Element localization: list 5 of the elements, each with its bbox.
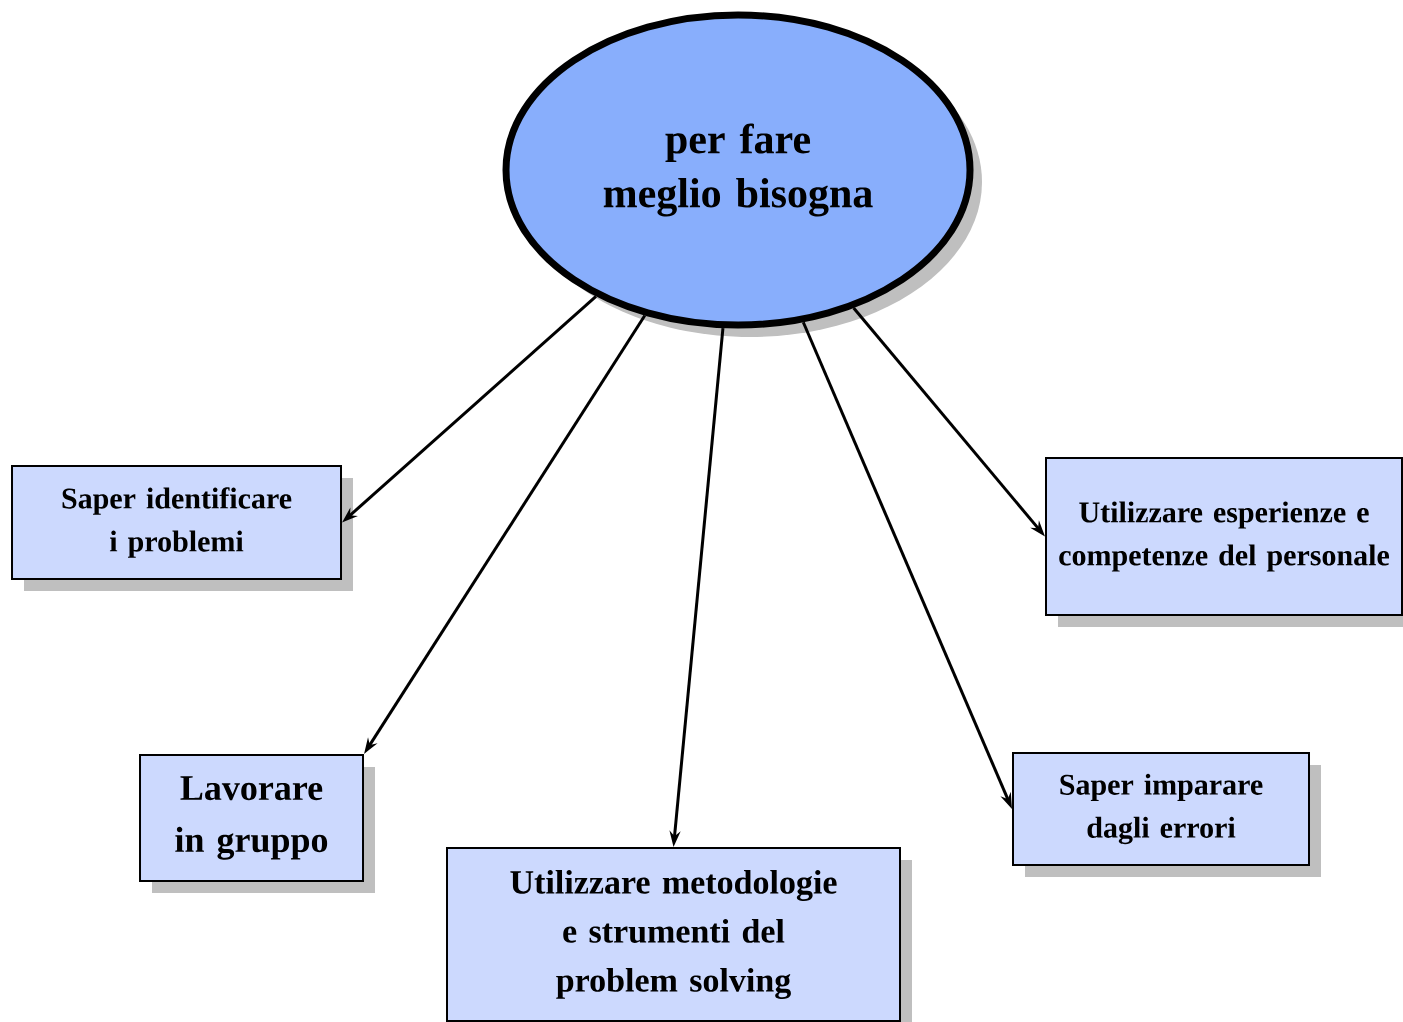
text-box: Saper identificare i problemi	[11, 465, 353, 591]
text-box: Saper imparare dagli errori	[1012, 752, 1321, 877]
text-box: Utilizzare metodologie e strumenti del problem solving	[446, 847, 912, 1022]
text-box: Utilizzare esperienze e competenze del personale	[1045, 457, 1403, 627]
text-box: Lavorare in gruppo	[139, 754, 375, 893]
